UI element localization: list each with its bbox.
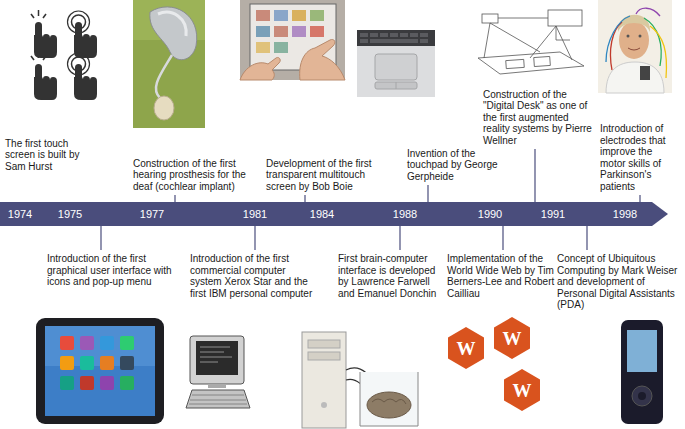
event-description: Introduction of the first commercial com… xyxy=(190,253,320,299)
www-hexagons xyxy=(448,317,540,411)
year-label: 1974 xyxy=(8,202,32,226)
year-label: 1998 xyxy=(613,202,637,226)
event-description: Invention of the touchpad by George Gerp… xyxy=(407,148,505,183)
cochlear-implant-photo xyxy=(133,0,205,128)
event-description: Concept of Ubiquitous Computing by Mark … xyxy=(557,253,679,311)
year-label: 1977 xyxy=(140,202,164,226)
year-label: 1975 xyxy=(58,202,82,226)
timeline-bar: 1974 1975 1977 1981 1984 1988 1990 1991 1998 xyxy=(0,202,668,226)
pda-illustration xyxy=(621,320,663,424)
year-label: 1991 xyxy=(541,202,565,226)
gui-tablet xyxy=(36,318,164,424)
touchpad-photo xyxy=(357,30,435,97)
year-label: 1984 xyxy=(310,202,334,226)
event-description: Construction of the first hearing prosth… xyxy=(133,158,251,193)
event-description: The first touch screen is built by Sam H… xyxy=(5,138,90,173)
electrodes-photo xyxy=(598,0,672,93)
year-label: 1981 xyxy=(243,202,267,226)
touch-icons xyxy=(31,10,97,100)
event-description: Implementation of the World Wide Web by … xyxy=(447,253,555,299)
event-description: Construction of the "Digital Desk" as on… xyxy=(483,89,597,147)
tick-lines xyxy=(101,149,640,250)
logo-letter: W xyxy=(513,381,532,400)
logo-letter: W xyxy=(503,329,522,348)
logo-letter: W xyxy=(457,339,476,358)
year-label: 1990 xyxy=(478,202,502,226)
event-description: First brain-computer interface is develo… xyxy=(338,253,441,299)
event-description: Introduction of the first graphical user… xyxy=(47,253,177,288)
bci-illustration xyxy=(302,332,418,428)
computer-illustration xyxy=(186,336,250,408)
event-description: Introduction of electrodes that improve … xyxy=(600,123,680,192)
multitouch-photo xyxy=(240,0,345,80)
year-label: 1988 xyxy=(393,202,417,226)
digital-desk-sketch xyxy=(478,10,584,74)
event-description: Development of the first transparent mul… xyxy=(266,158,391,193)
